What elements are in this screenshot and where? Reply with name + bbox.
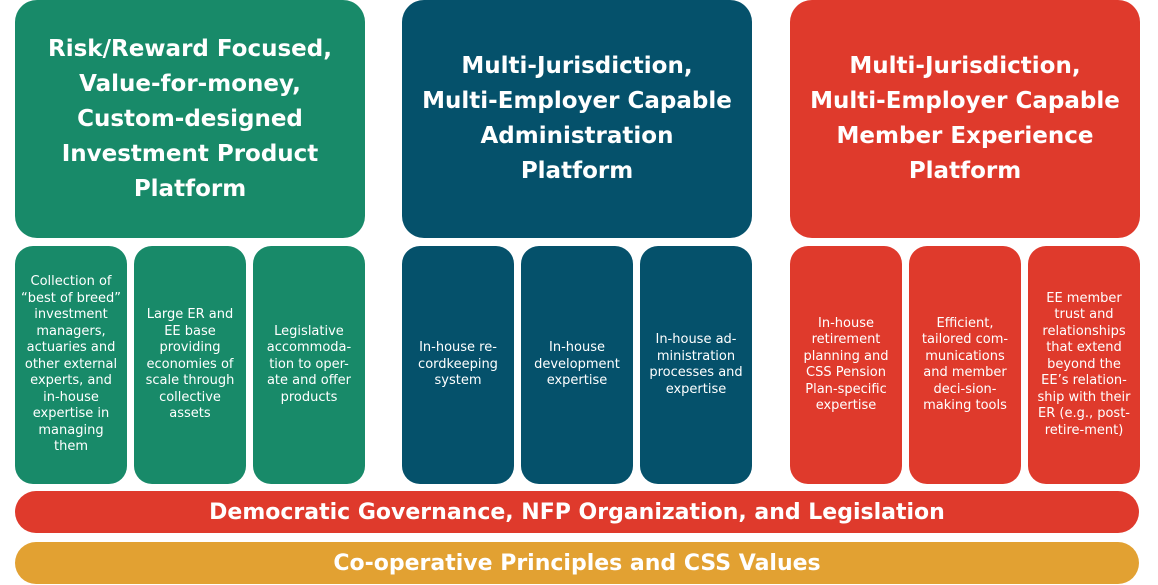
pillar-administration: Multi-Jurisdiction, Multi-Employer Capab… (402, 0, 752, 485)
pillar-member-experience: Multi-Jurisdiction, Multi-Employer Capab… (790, 0, 1140, 485)
pillar-administration-title: Multi-Jurisdiction, Multi-Employer Capab… (402, 0, 752, 238)
pillar-member-experience-item-1: In-house retirement planning and CSS Pen… (790, 246, 902, 484)
pillar-administration-item-1-text: In-house re-cordkeeping system (418, 340, 498, 389)
pillar-administration-title-text: Multi-Jurisdiction, Multi-Employer Capab… (422, 53, 732, 184)
pillar-administration-item-3: In-house ad-ministration processes and e… (640, 246, 752, 484)
pillar-investment-item-1-text: Collection of “best of breed” investment… (21, 274, 121, 455)
pillar-administration-item-3-text: In-house ad-ministration processes and e… (649, 332, 743, 397)
pillar-investment-item-3-text: Legislative accommoda-tion to oper-ate a… (266, 323, 352, 405)
pillar-member-experience-title: Multi-Jurisdiction, Multi-Employer Capab… (790, 0, 1140, 238)
pillar-member-experience-item-2: Efficient, tailored com-munications and … (909, 246, 1021, 484)
pillar-administration-item-2: In-house development expertise (521, 246, 633, 484)
pillar-member-experience-item-2-text: Efficient, tailored com-munications and … (921, 315, 1009, 414)
pillar-investment-item-2: Large ER and EE base providing economies… (134, 246, 246, 484)
pillar-administration-item-2-text: In-house development expertise (534, 340, 620, 389)
pillar-member-experience-item-3: EE member trust and relationships that e… (1028, 246, 1140, 484)
foundation-values-text: Co-operative Principles and CSS Values (333, 550, 821, 576)
pillar-investment-item-2-text: Large ER and EE base providing economies… (145, 307, 235, 422)
foundation-governance-band: Democratic Governance, NFP Organization,… (15, 491, 1139, 533)
pillar-administration-item-1: In-house re-cordkeeping system (402, 246, 514, 484)
pillar-investment-title: Risk/Reward Focused, Value-for-money, Cu… (15, 0, 365, 238)
pillar-investment-item-3: Legislative accommoda-tion to oper-ate a… (253, 246, 365, 484)
pillar-member-experience-item-3-text: EE member trust and relationships that e… (1037, 290, 1131, 438)
foundation-values-band: Co-operative Principles and CSS Values (15, 542, 1139, 584)
foundation-governance-text: Democratic Governance, NFP Organization,… (209, 499, 945, 525)
pillar-member-experience-title-text: Multi-Jurisdiction, Multi-Employer Capab… (810, 53, 1120, 184)
pillar-member-experience-item-1-text: In-house retirement planning and CSS Pen… (803, 315, 889, 414)
pillar-investment-title-text: Risk/Reward Focused, Value-for-money, Cu… (48, 35, 332, 202)
pillar-investment-item-1: Collection of “best of breed” investment… (15, 246, 127, 484)
pillar-investment: Risk/Reward Focused, Value-for-money, Cu… (15, 0, 365, 485)
